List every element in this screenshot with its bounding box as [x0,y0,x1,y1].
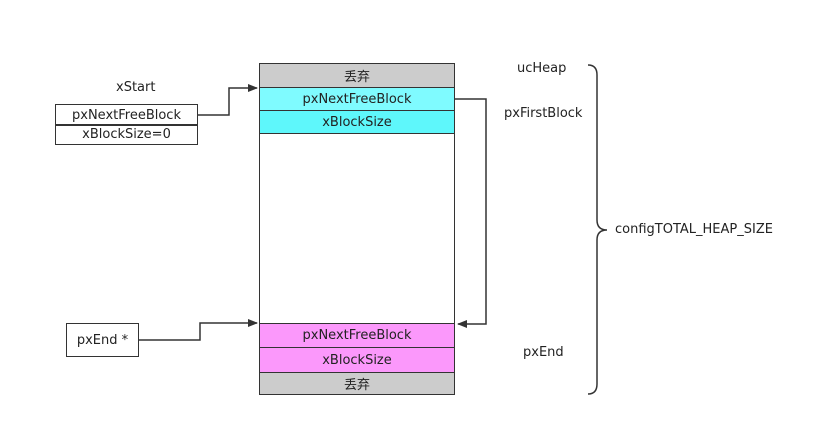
discard-bottom-segment: 丢弃 [259,372,455,395]
pxend-to-end-block-arrow [139,319,258,341]
end-block-size-field: xBlockSize [259,347,455,373]
xstart-next-free-block-field: pxNextFreeBlock [55,104,198,126]
first-block-size-field: xBlockSize [259,110,455,134]
discard-top-segment: 丢弃 [259,63,455,88]
pxend-label: pxEnd [523,345,564,360]
end-block-next-free-field: pxNextFreeBlock [259,323,455,348]
ucheap-label: ucHeap [517,61,567,76]
xstart-to-first-block-arrow [198,84,258,116]
pxend-pointer-box: pxEnd * [66,323,139,357]
heap-size-brace [587,64,608,395]
xstart-label: xStart [116,80,156,95]
xstart-block-size-field: xBlockSize=0 [55,124,198,145]
first-block-next-free-field: pxNextFreeBlock [259,87,455,111]
first-block-to-end-block-arrow [455,98,487,328]
pxfirstblock-label: pxFirstBlock [504,106,583,121]
total-heap-size-label: configTOTAL_HEAP_SIZE [615,222,773,237]
